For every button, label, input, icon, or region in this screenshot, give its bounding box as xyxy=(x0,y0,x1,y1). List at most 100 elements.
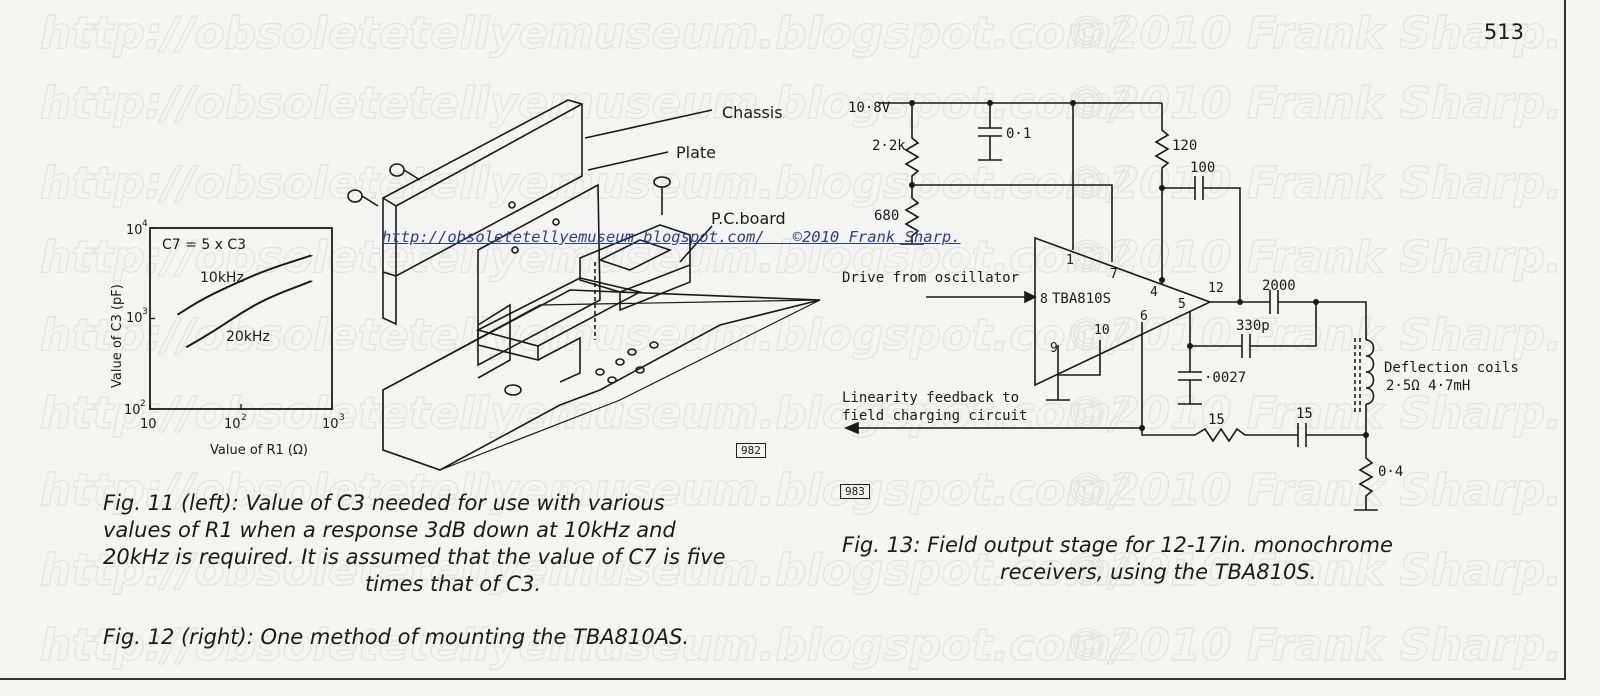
screw xyxy=(389,163,421,181)
plate xyxy=(477,183,601,367)
plate-hole xyxy=(552,218,560,226)
resistor-680 xyxy=(904,185,920,244)
wire xyxy=(1203,187,1241,302)
leader-pcboard xyxy=(679,225,713,263)
label-ic: TBA810S xyxy=(1052,291,1111,307)
fig12-ref-box: 982 xyxy=(736,443,766,458)
bracket-side xyxy=(477,330,539,362)
watermark-row: http://obsoletetellyemuseum.blogspot.com… xyxy=(39,7,1562,671)
blog-link-url[interactable]: http://obsoletetellyemuseum.blogspot.com… xyxy=(382,228,765,246)
watermark-url: http://obsoletetellyemuseum.blogspot.com… xyxy=(40,465,1131,516)
y-tick-exponent: 2 xyxy=(140,399,146,409)
junction-dots xyxy=(909,100,1369,438)
pin-1: 1 xyxy=(1066,253,1074,268)
resistor-120 xyxy=(1154,112,1170,280)
wire-pin7 xyxy=(912,184,1113,262)
leader-plate xyxy=(587,151,669,171)
bracket-top xyxy=(475,277,643,347)
series-label-10khz: 10kHz xyxy=(200,270,244,286)
pc-board xyxy=(382,299,821,471)
label-coils-spec: 2·5Ω 4·7mH xyxy=(1386,378,1470,394)
watermark-url: http://obsoletetellyemuseum.blogspot.com… xyxy=(40,232,1131,283)
plate-hole xyxy=(511,246,519,254)
pin-8: 8 xyxy=(1040,292,1048,307)
leader-chassis xyxy=(584,109,713,139)
caption-line: values of R1 when a response 3dB down at… xyxy=(103,518,676,542)
pin-10: 10 xyxy=(1094,323,1110,338)
watermark-copyright: ©2010 Frank Sharp. xyxy=(1065,158,1562,209)
watermark-url: http://obsoletetellyemuseum.blogspot.com… xyxy=(40,310,1131,361)
label-120: 120 xyxy=(1172,138,1197,154)
fig13-ref-box: 983 xyxy=(840,484,870,499)
watermark-url: http://obsoletetellyemuseum.blogspot.com… xyxy=(40,158,1131,209)
pin-7: 7 xyxy=(1110,267,1118,282)
x-tick-label: 10 xyxy=(140,417,157,432)
y-tick-label: 10 xyxy=(126,311,143,326)
label-r15: 15 xyxy=(1208,412,1225,428)
resistor-2k2 xyxy=(904,103,920,185)
y-tick-label: 10 xyxy=(124,403,141,418)
label-pc-board: P.C.board xyxy=(711,209,786,228)
label-feedback-2: field charging circuit xyxy=(842,408,1027,424)
y-tick-exponent: 4 xyxy=(142,219,148,229)
series-line-20khz xyxy=(185,279,313,349)
y-tick-exponent: 3 xyxy=(142,307,148,317)
y-tick-label: 10 xyxy=(126,223,143,238)
pin-9: 9 xyxy=(1050,341,1058,356)
pin-4: 4 xyxy=(1150,285,1158,300)
arrow-head xyxy=(843,421,859,435)
chassis-edge xyxy=(382,272,397,326)
y-axis-label: Value of C3 (pF) xyxy=(110,284,125,388)
label-0027: ·0027 xyxy=(1204,370,1246,386)
label-100: 100 xyxy=(1190,160,1215,176)
watermark-copyright: ©2010 Frank Sharp. xyxy=(1065,465,1562,516)
caption-fig11: Fig. 11 (left): Value of C3 needed for u… xyxy=(103,490,803,598)
x-axis-label: Value of R1 (Ω) xyxy=(210,443,308,458)
arrow-head xyxy=(1024,290,1037,304)
x-tick-label: 10 xyxy=(224,417,241,432)
screw xyxy=(347,189,379,207)
watermark-copyright: ©2010 Frank Sharp. xyxy=(1065,388,1562,439)
watermark-url: http://obsoletetellyemuseum.blogspot.com… xyxy=(40,8,1131,59)
caption-line: receivers, using the TBA810S. xyxy=(1000,560,1317,584)
blog-link-copyright[interactable]: ©2010 Frank Sharp. xyxy=(792,228,961,246)
watermark-copyright: ©2010 Frank Sharp. xyxy=(1065,8,1562,59)
label-680: 680 xyxy=(874,208,899,224)
wire-pin6 xyxy=(1141,322,1195,436)
plate-hole xyxy=(508,201,516,209)
ic-body-side xyxy=(619,265,691,312)
board-hole xyxy=(635,366,645,374)
board-hole xyxy=(607,376,617,384)
watermark-copyright: ©2010 Frank Sharp. xyxy=(1065,545,1562,596)
watermark-url: http://obsoletetellyemuseum.blogspot.com… xyxy=(40,620,1131,671)
label-plate: Plate xyxy=(676,143,716,162)
label-330p: 330p xyxy=(1236,318,1270,334)
wire xyxy=(1250,302,1317,347)
chart-series-group xyxy=(149,227,333,410)
chassis-edge xyxy=(382,197,397,207)
wire xyxy=(1278,301,1367,340)
caption-line: Fig. 11 (left): Value of C3 needed for u… xyxy=(103,491,665,515)
x-tick-exponent: 3 xyxy=(339,413,345,423)
x-tick-label: 10 xyxy=(322,417,339,432)
resistor-15 xyxy=(1194,427,1298,443)
caption-line: times that of C3. xyxy=(365,572,541,596)
wire-pin9-10 xyxy=(1057,340,1101,376)
board-hole xyxy=(615,358,625,366)
bracket-leg xyxy=(537,336,581,383)
caption-line: 20kHz is required. It is assumed that th… xyxy=(103,545,726,569)
caption-fig13: Fig. 13: Field output stage for 12-17in.… xyxy=(842,532,1522,586)
label-2k2: 2·2k xyxy=(872,138,906,154)
blog-link[interactable]: http://obsoletetellyemuseum.blogspot.com… xyxy=(382,228,961,246)
series-label-20khz: 20kHz xyxy=(226,329,270,345)
label-drive: Drive from oscillator xyxy=(842,270,1019,286)
page-border xyxy=(0,0,1566,680)
label-c01: 0·1 xyxy=(1006,126,1031,142)
label-supply: 10·8V xyxy=(848,100,891,116)
